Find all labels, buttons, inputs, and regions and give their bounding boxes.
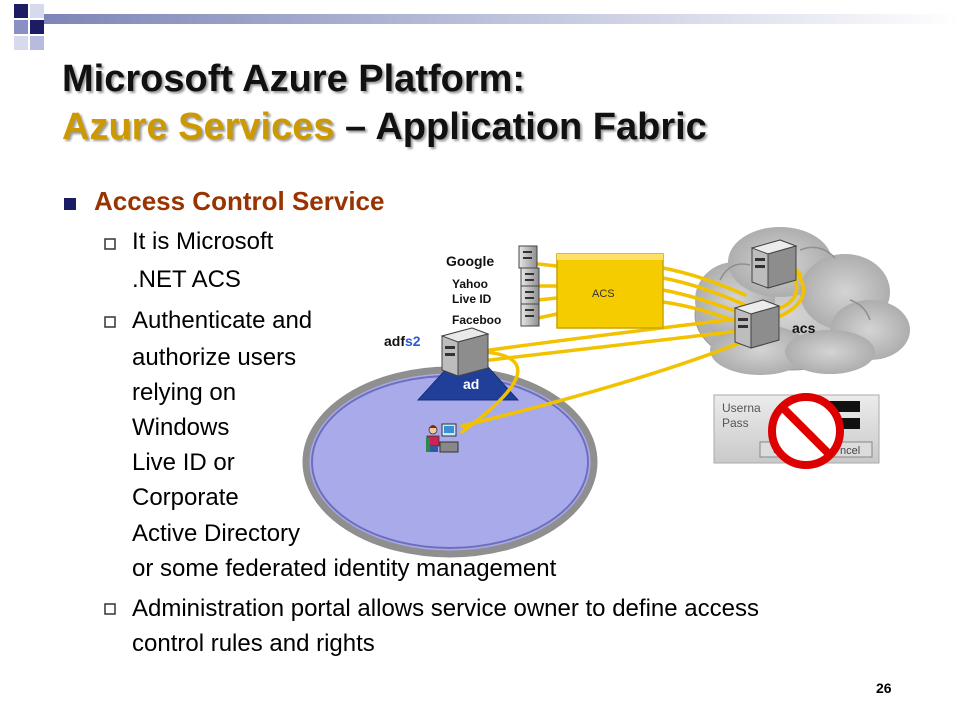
cloud-server-icon[interactable] (750, 239, 798, 289)
point2-line: Windows (132, 414, 230, 441)
deco-square (30, 4, 44, 18)
google-server-icon[interactable] (518, 245, 538, 269)
no-sign-icon (768, 393, 844, 469)
title-accent: Azure Services (62, 106, 335, 148)
adfs-server-icon[interactable] (440, 327, 490, 377)
facebook-server-icon[interactable] (520, 303, 540, 327)
cloud-shape (694, 227, 910, 375)
slide-title-line1: Microsoft Azure Platform: (62, 58, 526, 100)
header-gradient-bar (44, 14, 960, 24)
adfs-label-b: s2 (405, 333, 421, 349)
point3-line: Administration portal allows service own… (132, 595, 759, 622)
point2-line: Corporate (132, 484, 239, 511)
cloud-label: acs (792, 320, 816, 336)
point2-line: relying on (132, 379, 237, 406)
page-number: 26 (876, 680, 892, 696)
checkbox-bullet-icon (104, 316, 116, 328)
point2-line: Live ID or (132, 449, 235, 476)
point2-line: Authenticate and (132, 307, 313, 334)
username-label: Userna (722, 401, 761, 415)
deco-square (30, 36, 44, 50)
acs-server-icon[interactable] (733, 299, 781, 349)
provider-facebook: Faceboo (452, 313, 501, 327)
point3-line: control rules and rights (132, 630, 375, 657)
ad-label: ad (463, 376, 479, 392)
provider-yahoo: Yahoo (452, 277, 488, 291)
checkbox-bullet-icon (104, 603, 116, 615)
deco-square (14, 36, 28, 50)
point1-line: It is Microsoft (132, 228, 274, 255)
cancel-button-label: ncel (840, 445, 860, 457)
user-workstation-icon[interactable] (426, 423, 459, 453)
point1-line: .NET ACS (132, 266, 241, 293)
password-label: Pass (722, 416, 749, 430)
provider-server-icons (518, 245, 540, 327)
deco-square (14, 20, 28, 34)
adfs-label-a: adf (384, 333, 405, 349)
checkbox-bullet-icon (104, 238, 116, 250)
point2-line: or some federated identity management (132, 555, 557, 582)
point2-line: Active Directory (132, 520, 301, 547)
header-decoration (14, 4, 960, 50)
acs-box-label: ACS (592, 288, 615, 300)
deco-square (14, 4, 28, 18)
adfs-label: adfs2 (384, 333, 421, 349)
title-rest: – Application Fabric (334, 106, 707, 148)
main-bullet-icon (64, 198, 76, 210)
point2-line: authorize users (132, 344, 297, 371)
deco-square (30, 20, 44, 34)
provider-liveid: Live ID (452, 292, 492, 306)
slide-title-line2: Azure Services – Application Fabric (62, 106, 707, 149)
section-heading: Access Control Service (94, 186, 385, 216)
provider-google: Google (446, 253, 494, 269)
